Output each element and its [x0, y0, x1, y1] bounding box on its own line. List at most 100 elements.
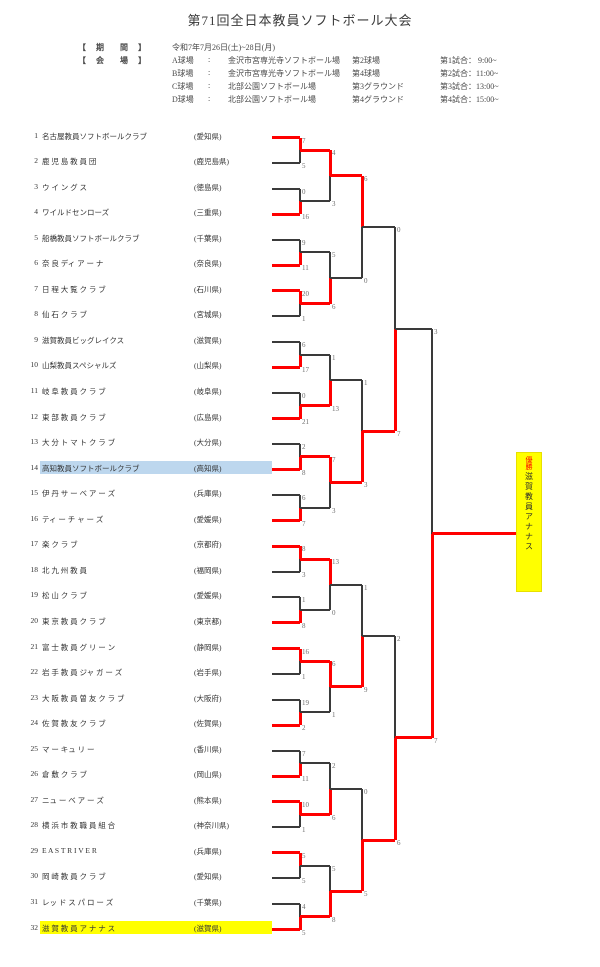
bracket-line-h — [272, 826, 300, 829]
team-prefecture: (愛知県) — [194, 131, 222, 141]
bracket-line-h — [330, 889, 362, 893]
bracket-line-v — [430, 533, 434, 738]
score-r1-m12-top: 19 — [302, 698, 309, 707]
bracket-line-v — [298, 354, 302, 368]
team-prefecture: (静岡県) — [194, 642, 222, 652]
score-r1-m5-top: 6 — [302, 340, 306, 349]
bracket-line-v — [298, 648, 302, 662]
score-r2-m4-top: 7 — [332, 455, 336, 464]
bracket-line-v — [328, 278, 332, 304]
score-r2-m5-top: 13 — [332, 558, 339, 567]
venue-row-0: 【 会 場 】 A球場 : 金沢市宮専光寺ソフトボール場 第2球場 第1試合： … — [0, 55, 600, 68]
bracket-line-v — [328, 456, 332, 483]
team-number: 21 — [30, 641, 39, 651]
team-prefecture: (福岡県) — [194, 565, 222, 575]
score-r3-m3-bot: 9 — [364, 685, 368, 694]
team-number: 10 — [30, 360, 39, 370]
score-r2-m1-bot: 3 — [332, 200, 336, 209]
team-prefecture: (千葉県) — [194, 898, 222, 907]
bracket-line-v — [298, 405, 302, 419]
team-name: 鹿 児 島 教 員 団 — [42, 157, 97, 167]
venue-place: 北部公園ソフトボール場 — [228, 95, 316, 104]
team-name: E A S T R I V E R — [42, 845, 97, 855]
team-prefecture: (鹿児島県) — [194, 157, 229, 167]
team-number: 3 — [34, 181, 38, 191]
bracket-line-h — [300, 711, 330, 714]
venue-label: 【 会 場 】 — [78, 56, 150, 65]
bracket-line-h — [362, 429, 395, 433]
bracket-line-h — [272, 800, 300, 804]
bracket-line-h — [272, 519, 300, 523]
venue-colon: : — [208, 55, 211, 64]
team-name: 滋 賀 教 員 ア ナ ナ ス — [42, 923, 116, 933]
bracket-line-h — [300, 251, 330, 254]
team-name: 岩 手 教 員 ジャ ガ ー ズ — [42, 668, 123, 678]
score-r1-m7-bot: 8 — [302, 468, 306, 477]
bracket-line-v — [298, 852, 302, 866]
team-prefecture: (広島県) — [194, 412, 222, 422]
team-prefecture: (愛媛県) — [194, 514, 222, 524]
score-r2-m6-top: 6 — [332, 660, 336, 669]
venue-court: B球場 — [172, 69, 194, 78]
bracket-line-h — [300, 455, 330, 459]
bracket-line-h — [330, 277, 362, 280]
team-name: 日 程 大 覧 ク ラ ブ — [42, 284, 106, 294]
champion-crown-label: 優勝 — [525, 456, 533, 470]
bracket-line-h — [330, 174, 362, 178]
bracket-line-h — [330, 788, 362, 791]
team-name: ウ イ ン グ ス — [42, 182, 87, 192]
team-prefecture: (佐賀県) — [194, 719, 222, 729]
team-number: 11 — [30, 386, 38, 395]
team-number: 24 — [30, 718, 39, 728]
score-r1-m2-top: 0 — [302, 187, 306, 196]
bracket-line-h — [300, 659, 330, 663]
team-prefecture: (兵庫県) — [194, 846, 222, 856]
bracket-line-h — [300, 200, 330, 203]
team-name: ティ ー チ ャ ー ズ — [42, 514, 104, 524]
bracket-line-h — [272, 647, 300, 650]
venue-place: 金沢市宮専光寺ソフトボール場 — [228, 56, 340, 65]
venue-court: A球場 — [172, 56, 194, 65]
team-prefecture: (山梨県) — [194, 361, 222, 371]
score-r1-m16-top: 4 — [302, 903, 306, 911]
team-prefecture: (兵庫県) — [194, 489, 222, 499]
team-name: 滋賀教員ビッグレイクス — [42, 335, 125, 345]
score-r3-m3-top: 1 — [364, 583, 368, 592]
bracket-line-v — [298, 546, 302, 560]
team-number: 7 — [34, 283, 38, 293]
team-name: マ ー キュ リ ー — [42, 744, 95, 754]
team-name: 倉 敷 ク ラ ブ — [42, 770, 87, 780]
team-name: 岡 崎 教 員 ク ラ ブ — [42, 872, 106, 882]
bracket-line-v — [298, 507, 302, 521]
bracket-line-h — [272, 468, 300, 472]
team-number: 20 — [30, 615, 39, 625]
game-time-1: 第2試合：11:00~ — [440, 69, 499, 78]
score-r1-m6-bot: 21 — [302, 417, 309, 426]
venue-court: C球場 — [172, 82, 194, 91]
bracket-line-h — [272, 544, 300, 548]
score-r1-m10-top: 1 — [302, 596, 306, 605]
team-number: 19 — [30, 590, 39, 600]
bracket-line-h — [272, 417, 300, 421]
bracket-line-h — [330, 379, 362, 382]
score-sf-bot: 7 — [434, 736, 438, 745]
bracket-line-v — [298, 137, 302, 151]
team-name: 富 士 教 員 グ リ ー ン — [42, 642, 116, 652]
bracket-line-h — [272, 263, 300, 267]
score-r1-m1-top: 7 — [302, 136, 306, 145]
team-name: ワイルドセンローズ — [42, 208, 110, 218]
team-name: 楽 ク ラ ブ — [42, 540, 78, 550]
bracket-line-h — [272, 443, 300, 446]
bracket-line-v — [393, 329, 397, 432]
bracket-line-h — [272, 392, 300, 394]
team-name: 大 阪 教 員 曽 友 ク ラ ブ — [42, 693, 125, 703]
